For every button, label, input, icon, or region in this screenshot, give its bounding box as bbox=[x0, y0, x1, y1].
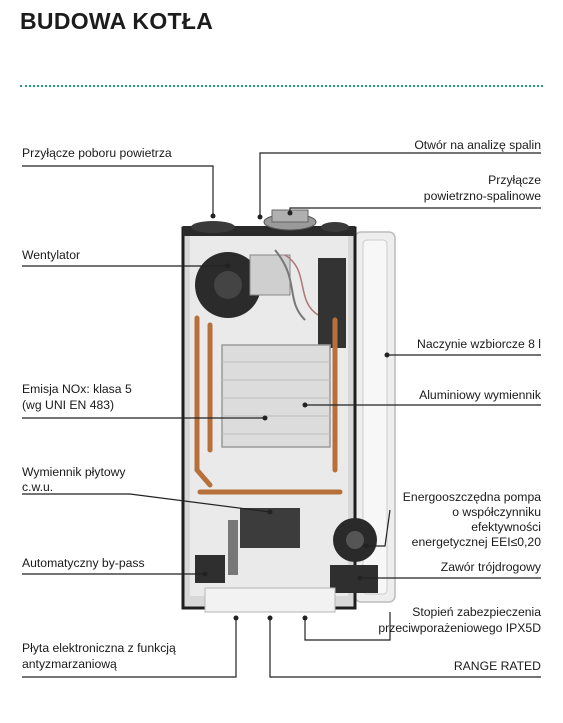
label-flue-analysis: Otwór na analizę spalin bbox=[414, 138, 541, 152]
bypass-valve bbox=[195, 555, 225, 583]
label-flue-conn-1: Przyłącze bbox=[488, 173, 541, 187]
leader-plate-hx bbox=[22, 493, 271, 513]
three-way-valve bbox=[330, 565, 378, 593]
leader-pump bbox=[366, 509, 391, 547]
label-plate-hx-1: Wymiennik płytowy bbox=[22, 465, 126, 479]
electronic-board bbox=[204, 587, 336, 613]
leader-ip bbox=[304, 612, 391, 641]
label-pump-4: energetycznej EEI≤0,20 bbox=[411, 535, 541, 549]
aluminium-heat-exchanger bbox=[221, 344, 331, 448]
label-board-1: Płyta elektroniczna z funkcją bbox=[22, 641, 176, 655]
label-pump-2: o współczynniku bbox=[452, 505, 541, 519]
label-ip-1: Stopień zabezpieczenia bbox=[412, 605, 541, 619]
label-air-intake: Przyłącze poboru powietrza bbox=[22, 146, 172, 160]
leader-flue-analysis bbox=[259, 152, 541, 217]
label-bypass: Automatyczny by-pass bbox=[22, 556, 145, 570]
label-alu-hx: Aluminiowy wymiennik bbox=[419, 388, 541, 402]
air-intake-port bbox=[191, 221, 235, 233]
label-pump-3: efektywności bbox=[471, 520, 541, 534]
label-flue-conn-2: powietrzno-spalinowe bbox=[423, 189, 541, 203]
leader-range bbox=[269, 618, 541, 678]
label-ip-2: przeciwporażeniowego IPX5D bbox=[378, 621, 541, 635]
leader-board bbox=[22, 618, 237, 678]
label-expansion: Naczynie wzbiorcze 8 l bbox=[417, 337, 541, 351]
leader-air-intake bbox=[22, 165, 214, 216]
label-pump-1: Energooszczędna pompa bbox=[402, 490, 541, 504]
label-nox-2: (wg UNI EN 483) bbox=[22, 398, 115, 412]
label-valve: Zawór trójdrogowy bbox=[440, 560, 541, 574]
label-nox-1: Emisja NOx: klasa 5 bbox=[22, 382, 132, 396]
label-board-2: antyzmarzaniową bbox=[22, 657, 117, 671]
label-fan: Wentylator bbox=[22, 248, 81, 262]
label-range: RANGE RATED bbox=[453, 659, 541, 673]
leader-flue-conn bbox=[289, 207, 541, 213]
plate-heat-exchanger bbox=[240, 508, 300, 548]
dotted-divider bbox=[20, 85, 543, 87]
page-title: BUDOWA KOTŁA bbox=[20, 8, 214, 34]
label-plate-hx-2: c.w.u. bbox=[22, 480, 54, 494]
